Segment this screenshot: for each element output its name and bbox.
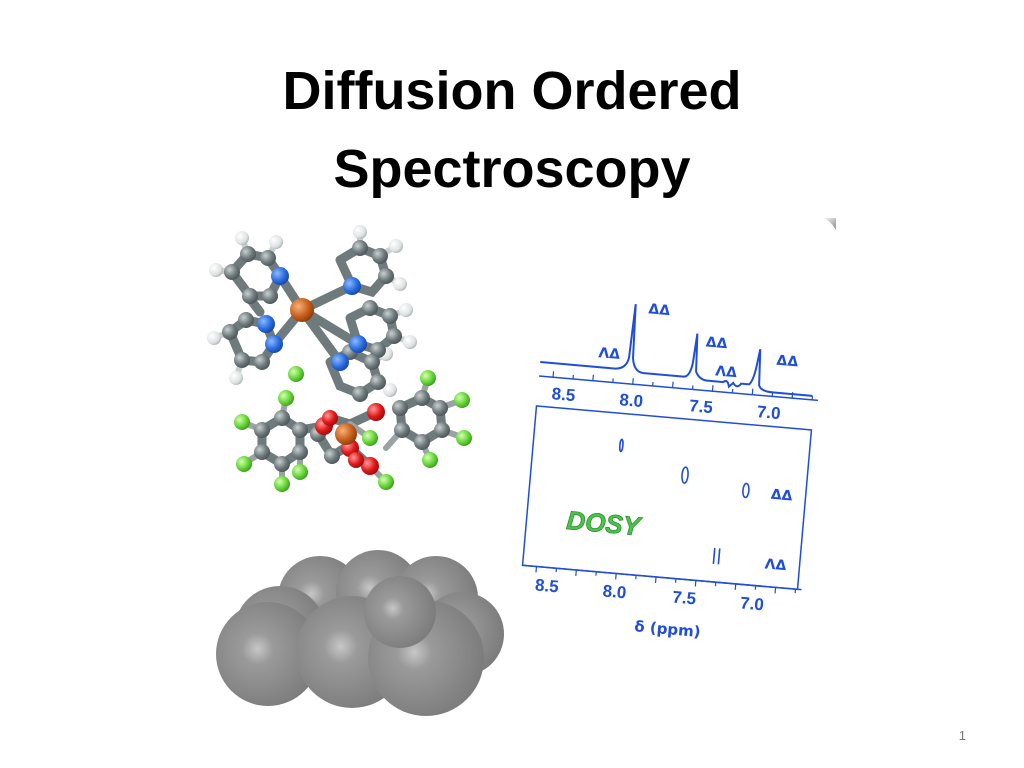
image-corner-shade: [822, 218, 836, 230]
space-filling-model: [216, 550, 504, 716]
bottom-axis-line: [522, 564, 802, 591]
top-tick-label: 8.5: [551, 384, 576, 405]
molecule-model: [207, 225, 472, 492]
peak-label: ΛΔ: [715, 363, 738, 381]
top-tick-label: 7.5: [688, 396, 713, 417]
axis-label: δ (ppm): [634, 617, 702, 641]
spectrum-trace: [540, 304, 813, 397]
top-axis-line: [539, 375, 819, 402]
cross-peak: [618, 438, 624, 453]
bottom-tick-label: 8.5: [534, 575, 559, 596]
cross-peak: [712, 547, 716, 564]
bottom-tick-label: 7.5: [672, 588, 697, 609]
peak-label: ΛΔ: [598, 345, 621, 363]
slide-number: 1: [958, 728, 966, 743]
top-tick-label: 8.0: [619, 390, 644, 411]
peak-label: ΔΔ: [648, 301, 671, 319]
peak-label: ΔΔ: [705, 334, 728, 352]
figure: 8.5 8.0 7.5 7.0 ΛΔ ΔΔ ΔΔ ΛΔ ΔΔ: [200, 212, 840, 732]
row-label: ΛΔ: [764, 556, 787, 574]
bottom-tick-label: 7.0: [739, 593, 764, 614]
cross-peak: [681, 466, 689, 484]
slide-title: Diffusion Ordered Spectroscopy: [0, 52, 1024, 208]
peak-label: ΔΔ: [776, 353, 799, 371]
cross-peak: [742, 482, 750, 499]
cross-peak: [717, 548, 721, 565]
title-line-2: Spectroscopy: [333, 139, 691, 199]
row-label: ΔΔ: [770, 487, 793, 505]
bottom-tick-label: 8.0: [602, 581, 627, 602]
title-line-1: Diffusion Ordered: [282, 61, 742, 121]
top-tick-label: 7.0: [756, 402, 781, 423]
dosy-spectrum: 8.5 8.0 7.5 7.0 ΛΔ ΔΔ ΔΔ ΛΔ ΔΔ: [521, 301, 819, 641]
dosy-label: DOSY: [565, 505, 644, 542]
